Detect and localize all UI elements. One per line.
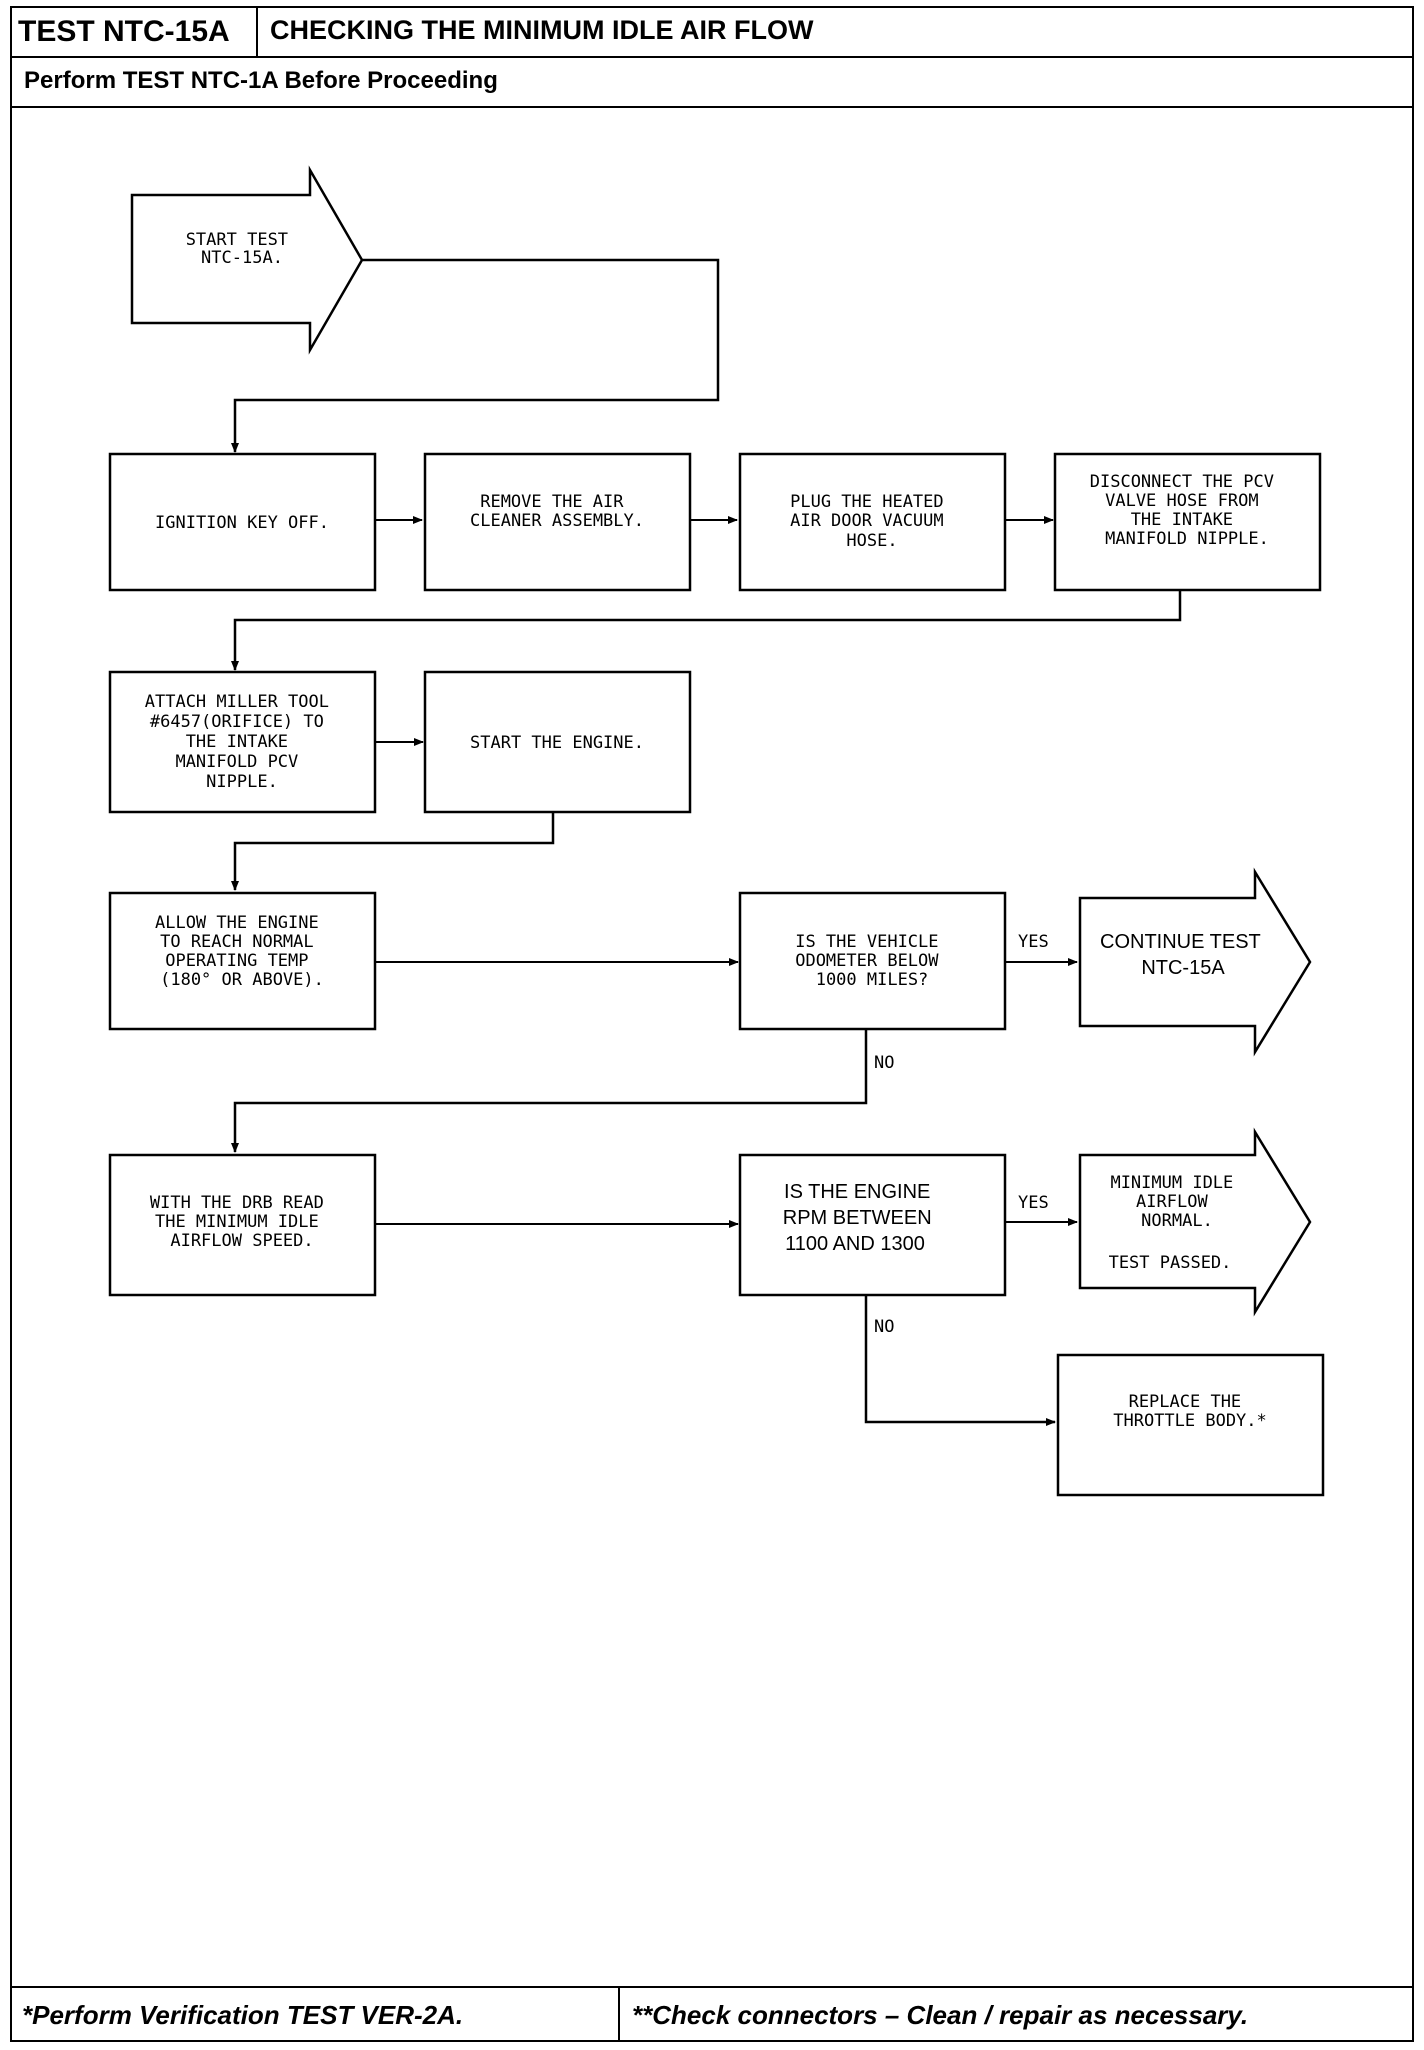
- no-label-1: NO: [874, 1053, 894, 1073]
- test-sheet: TEST NTC-15A CHECKING THE MINIMUM IDLE A…: [10, 6, 1414, 2042]
- no-label-2: NO: [874, 1317, 894, 1337]
- test-title: CHECKING THE MINIMUM IDLE AIR FLOW: [270, 15, 814, 45]
- box-replace-throttle: REPLACE THE THROTTLE BODY.*: [1056, 1353, 1325, 1497]
- svg-text:IGNITION KEY OFF.: IGNITION KEY OFF.: [155, 513, 329, 533]
- yes-label-2: YES: [1018, 1193, 1049, 1213]
- footer-right-note: **Check connectors – Clean / repair as n…: [632, 2000, 1249, 2030]
- box-plug-hose: PLUG THE HEATED AIR DOOR VACUUM HOSE.: [738, 452, 1007, 592]
- box-ignition-off: IGNITION KEY OFF.: [108, 452, 377, 592]
- svg-text:MINIMUM IDLE AIRFLOW: MINIMUM IDLE AIRFLOW NORMAL.: [1110, 1173, 1243, 1231]
- connector-no-to-replace: [864, 1295, 1056, 1426]
- start-arrow: START TEST NTC-15A.: [130, 165, 364, 355]
- box-remove-air-cleaner: REMOVE THE AIR CLEANER ASSEMBLY.: [423, 452, 692, 592]
- svg-text:REPLACE THE THROTTLE BOD: REPLACE THE THROTTLE BODY.*: [1113, 1392, 1267, 1431]
- box-allow-warm: ALLOW THE ENGINE TO REACH NORMAL OPERATI…: [108, 891, 377, 1031]
- svg-text:IS THE VEHICLE ODOMETER: IS THE VEHICLE ODOMETER BELOW 1000 MILES…: [795, 932, 949, 990]
- yes-label-1: YES: [1018, 932, 1049, 952]
- footer-left-note: *Perform Verification TEST VER-2A.: [12, 1988, 620, 2040]
- connector-start-to-ignition: [231, 258, 720, 453]
- svg-text:START THE ENGINE.: START THE ENGINE.: [470, 733, 644, 753]
- airflow-normal-arrow: MINIMUM IDLE AIRFLOW NORMAL. TEST PASSED…: [1078, 1127, 1312, 1317]
- connector-row1-to-row2: [231, 590, 1182, 671]
- box-disconnect-pcv: DISCONNECT THE PCV VALVE HOSE FROM THE I…: [1053, 452, 1322, 592]
- header-row: TEST NTC-15A CHECKING THE MINIMUM IDLE A…: [12, 8, 1412, 58]
- svg-text:PLUG THE HEATED AIR DOOR: PLUG THE HEATED AIR DOOR VACUUM HOSE.: [790, 492, 954, 551]
- footer: *Perform Verification TEST VER-2A. **Che…: [12, 1986, 1412, 2040]
- prerequisite-note: Perform TEST NTC-1A Before Proceeding: [12, 58, 1412, 108]
- test-id: TEST NTC-15A: [12, 8, 258, 56]
- continue-test-arrow: CONTINUE TEST NTC-15A: [1078, 867, 1312, 1057]
- svg-text:IS THE ENGINE RPM BETWEE: IS THE ENGINE RPM BETWEEN 1100 AND 1300: [783, 1181, 937, 1255]
- svg-text:REMOVE THE AIR CLEANER A: REMOVE THE AIR CLEANER ASSEMBLY.: [470, 492, 644, 531]
- svg-text:CONTINUE TEST NTC-15A: CONTINUE TEST NTC-15A: [1100, 931, 1266, 979]
- connector-row2-to-row3: [231, 812, 555, 891]
- svg-text:ATTACH MILLER TOOL #6457: ATTACH MILLER TOOL #6457(ORIFICE) TO THE…: [145, 692, 339, 792]
- svg-text:DISCONNECT THE PCV VALVE: DISCONNECT THE PCV VALVE HOSE FROM THE I…: [1090, 472, 1284, 549]
- connector-no-to-read-drb: [231, 1029, 868, 1153]
- test-passed-label: TEST PASSED.: [1109, 1253, 1232, 1273]
- start-label: START TEST NTC-15A.: [186, 230, 299, 268]
- box-odometer-question: IS THE VEHICLE ODOMETER BELOW 1000 MILES…: [738, 891, 1007, 1031]
- svg-text:WITH THE DRB READ THE MI: WITH THE DRB READ THE MINIMUM IDLE AIRFL…: [150, 1193, 334, 1251]
- box-read-drb: WITH THE DRB READ THE MINIMUM IDLE AIRFL…: [108, 1153, 377, 1297]
- box-start-engine: START THE ENGINE.: [423, 670, 692, 814]
- box-rpm-question: IS THE ENGINE RPM BETWEEN 1100 AND 1300: [738, 1153, 1007, 1297]
- svg-text:ALLOW THE ENGINE TO REAC: ALLOW THE ENGINE TO REACH NORMAL OPERATI…: [155, 913, 329, 990]
- box-attach-tool: ATTACH MILLER TOOL #6457(ORIFICE) TO THE…: [108, 670, 377, 814]
